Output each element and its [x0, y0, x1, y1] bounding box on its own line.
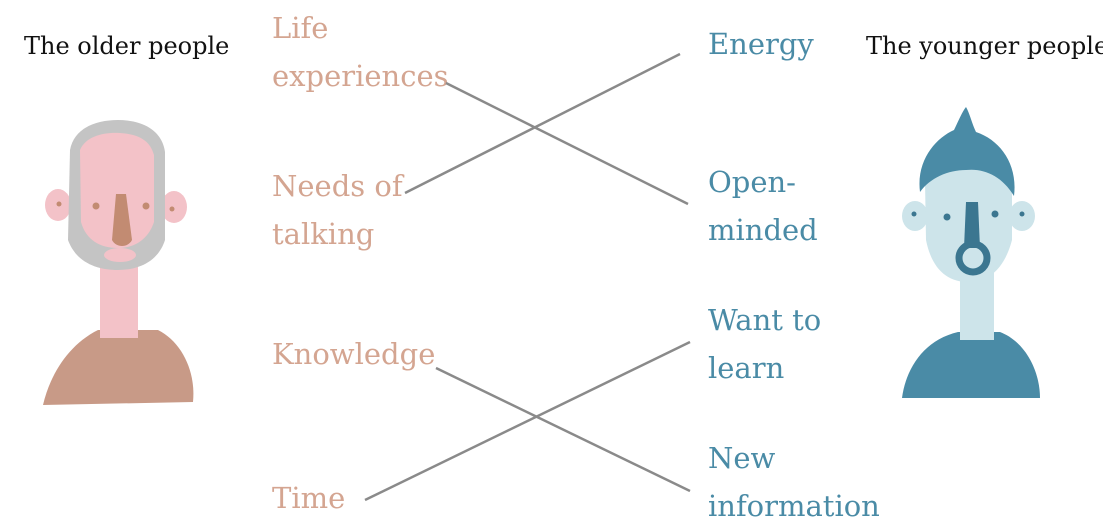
- connector-needs-of-talking-energy: [404, 52, 681, 195]
- trait-knowledge: Knowledge: [272, 337, 436, 371]
- younger-nose: [964, 202, 980, 248]
- older-person-illustration: [43, 120, 194, 405]
- older-left-ear-dot: [56, 201, 62, 207]
- younger-right-eye: [991, 210, 999, 218]
- older-face: [80, 132, 154, 248]
- connector-knowledge-new-information: [435, 366, 691, 493]
- connector-life-experiences-open-minded: [445, 81, 689, 206]
- older-mouth: [104, 248, 136, 262]
- older-left-eye: [92, 202, 100, 210]
- older-right-ear: [161, 191, 187, 223]
- younger-left-ear-dot: [911, 211, 917, 217]
- trait-open-minded: Open- minded: [708, 165, 818, 247]
- older-right-eye: [142, 202, 150, 210]
- younger-left-eye: [943, 213, 951, 221]
- younger-hair: [919, 107, 1015, 196]
- older-body: [43, 330, 194, 405]
- older-neck: [100, 258, 138, 338]
- trait-life-experiences: Life experiences: [272, 11, 449, 93]
- trait-needs-of-talking: Needs of talking: [272, 169, 403, 251]
- trait-time: Time: [272, 481, 346, 515]
- diagram-canvas: [43, 52, 1040, 502]
- older-nose: [112, 194, 132, 246]
- older-people-header: The older people: [24, 32, 230, 60]
- older-right-ear-dot: [169, 206, 175, 212]
- younger-right-ear-dot: [1019, 211, 1025, 217]
- younger-people-header: The younger people: [866, 32, 1103, 60]
- younger-nose-ring: [955, 240, 991, 276]
- trait-want-to-learn: Want to learn: [708, 303, 822, 385]
- trait-energy: Energy: [708, 27, 814, 61]
- younger-person-illustration: [902, 107, 1040, 398]
- younger-body: [902, 332, 1040, 398]
- connector-time-want-to-learn: [364, 340, 691, 502]
